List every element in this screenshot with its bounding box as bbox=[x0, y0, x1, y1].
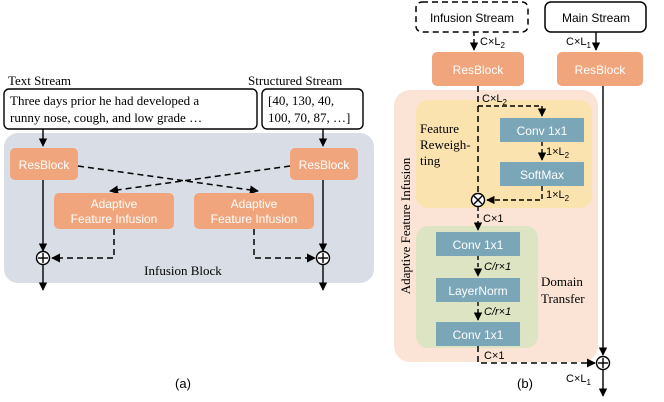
resblock-left bbox=[10, 148, 78, 180]
resblock-main-label: ResBlock bbox=[575, 63, 627, 77]
dashed-cross-arrow-2 bbox=[109, 165, 291, 195]
panel-b: Infusion Stream Main Stream C×L2 C×L1 Re… bbox=[394, 1, 647, 397]
struct-input-line1: [40, 130, 40, bbox=[268, 93, 334, 108]
structured-stream-label: Structured Stream bbox=[248, 73, 342, 88]
resblock-infusion-label: ResBlock bbox=[453, 63, 505, 77]
afi-right-line1: Adaptive bbox=[231, 197, 278, 211]
afi-vertical-label: Adaptive Feature Infusion bbox=[398, 157, 413, 294]
caption-a: (a) bbox=[175, 376, 191, 391]
dashed-cross-arrow-1 bbox=[77, 165, 259, 195]
text-input-box bbox=[3, 88, 258, 130]
plus-icon-left bbox=[35, 250, 51, 266]
dim-c-l2-mid: C×L2 bbox=[482, 93, 508, 107]
text-input-line2: runny nose, cough, and low grade … bbox=[10, 110, 202, 125]
resblock-infusion bbox=[432, 52, 524, 86]
reweighting-line1: Feature bbox=[420, 121, 459, 136]
reweighting-line3: ting bbox=[420, 153, 441, 168]
dim-c1-a: C×1 bbox=[483, 213, 504, 225]
conv-domain-1-label: Conv 1x1 bbox=[453, 238, 504, 252]
dim-c1-b: C×1 bbox=[484, 350, 505, 362]
struct-input-line2: 100, 70, 87, …] bbox=[268, 110, 350, 125]
layernorm-block bbox=[436, 278, 520, 302]
resblock-right-label: ResBlock bbox=[299, 158, 351, 172]
domain-transfer-line1: Domain bbox=[541, 274, 583, 289]
dashed-return-left bbox=[51, 229, 115, 263]
dim-cr1-b: C/r×1 bbox=[484, 306, 511, 318]
dim-1-l2-b: 1×L2 bbox=[546, 189, 570, 203]
afi-left-line1: Adaptive bbox=[91, 197, 138, 211]
infusion-stream-box bbox=[415, 1, 529, 33]
afi-right-line2: Feature Infusion bbox=[211, 212, 298, 226]
afi-block-right bbox=[194, 193, 314, 229]
reweighting-line2: Reweigh- bbox=[420, 137, 471, 152]
panel-a: Text Stream Structured Stream Three days… bbox=[3, 73, 374, 391]
dashed-softmax-to-multiply bbox=[486, 186, 543, 205]
dim-c-l2-top: C×L2 bbox=[480, 36, 506, 50]
plus-icon-right bbox=[315, 250, 331, 266]
dim-c-l1-bottom: C×L1 bbox=[566, 373, 592, 387]
resblock-main bbox=[557, 52, 643, 86]
struct-input-box bbox=[261, 88, 364, 130]
dashed-output-to-add bbox=[477, 346, 596, 368]
dashed-to-conv bbox=[478, 105, 547, 117]
softmax-block bbox=[500, 162, 584, 186]
main-stream-label: Main Stream bbox=[562, 11, 630, 25]
text-input-line1: Three days prior he had developed a bbox=[10, 93, 199, 108]
conv-domain-2 bbox=[436, 322, 520, 346]
resblock-right bbox=[290, 148, 358, 180]
plus-icon-main bbox=[595, 355, 611, 371]
dim-c-l1-top: C×L1 bbox=[566, 36, 592, 50]
infusion-block-bg bbox=[4, 133, 374, 283]
dim-1-l2-a: 1×L2 bbox=[546, 146, 570, 160]
layernorm-label: LayerNorm bbox=[448, 284, 507, 298]
afi-block-left bbox=[54, 193, 174, 229]
infusion-stream-label: Infusion Stream bbox=[430, 11, 514, 25]
softmax-label: SoftMax bbox=[520, 168, 564, 182]
conv-reweight-label: Conv 1x1 bbox=[517, 124, 568, 138]
conv-domain-2-label: Conv 1x1 bbox=[453, 328, 504, 342]
resblock-left-label: ResBlock bbox=[19, 158, 71, 172]
dim-cr1-a: C/r×1 bbox=[484, 261, 511, 273]
multiply-icon bbox=[470, 192, 486, 208]
conv-domain-1 bbox=[436, 232, 520, 256]
conv-reweight bbox=[500, 118, 584, 142]
afi-left-line2: Feature Infusion bbox=[71, 212, 158, 226]
domain-transfer-line2: Transfer bbox=[541, 291, 585, 306]
text-stream-label: Text Stream bbox=[8, 73, 71, 88]
caption-b: (b) bbox=[517, 376, 533, 391]
infusion-block-label: Infusion Block bbox=[144, 263, 222, 278]
